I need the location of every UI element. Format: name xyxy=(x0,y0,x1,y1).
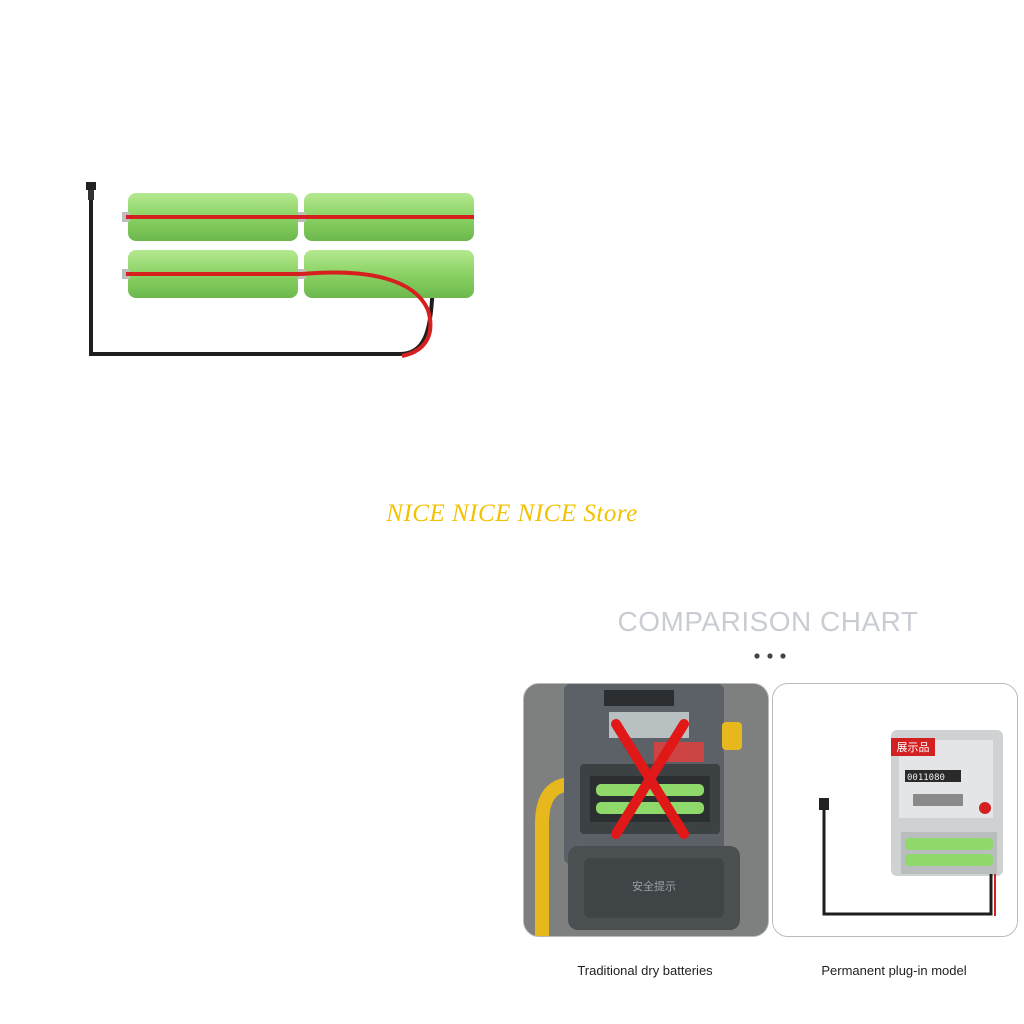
plugin-model-card: 0011080 展示品 xyxy=(772,683,1018,937)
traditional-battery-card: 安全提示 xyxy=(523,683,769,937)
meter-reading: 0011080 xyxy=(907,773,945,783)
traditional-meter-photo: 安全提示 xyxy=(524,684,768,936)
red-wire xyxy=(301,270,433,358)
comparison-chart-title: COMPARISON CHART xyxy=(617,606,919,637)
traditional-caption: Traditional dry batteries xyxy=(577,963,713,978)
connector-plug-icon xyxy=(86,182,96,200)
cross-mark-icon xyxy=(611,719,689,839)
battery-pack-illustration xyxy=(86,182,474,358)
more-dots-icon xyxy=(754,653,786,659)
meter-notice-text: 安全提示 xyxy=(632,879,676,893)
display-sample-tag: 展示品 xyxy=(897,741,930,754)
plugin-caption: Permanent plug-in model xyxy=(821,963,967,978)
store-name: NICE NICE NICE Store xyxy=(386,500,638,527)
plugin-meter-photo: 0011080 展示品 xyxy=(773,684,1017,936)
